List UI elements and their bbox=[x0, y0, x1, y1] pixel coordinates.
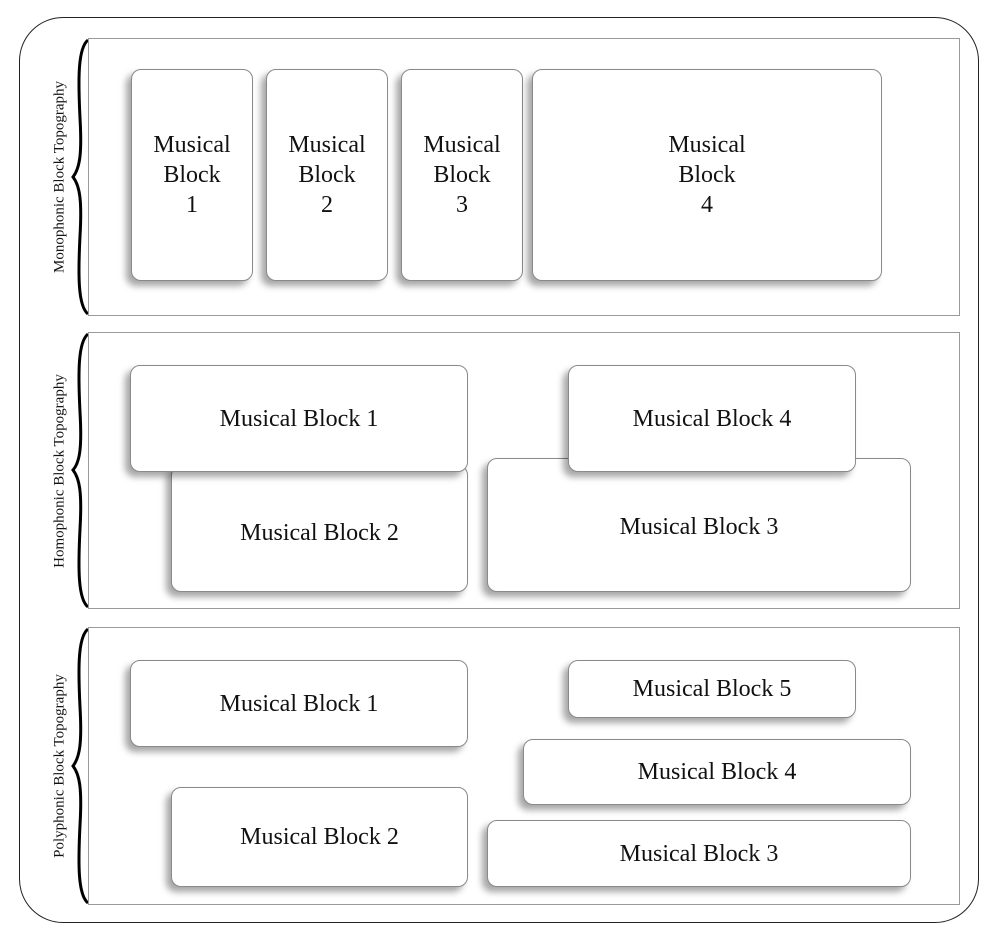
homo-block-4: Musical Block 4 bbox=[568, 365, 856, 472]
polyphonic-label-text: Polyphonic Block Topography bbox=[51, 674, 68, 858]
monophonic-brace-icon bbox=[71, 38, 90, 316]
homo-block-3: Musical Block 3 bbox=[487, 458, 911, 592]
poly-block-2: Musical Block 2 bbox=[171, 787, 468, 887]
homophonic-label-text: Homophonic Block Topography bbox=[51, 373, 68, 568]
poly-block-1: Musical Block 1 bbox=[130, 660, 468, 747]
homo-block-1: Musical Block 1 bbox=[130, 365, 468, 472]
homophonic-brace-icon bbox=[71, 332, 90, 609]
polyphonic-brace-icon bbox=[71, 627, 90, 905]
poly-block-5: Musical Block 5 bbox=[568, 660, 856, 718]
homo-block-2: Musical Block 2 bbox=[171, 465, 468, 592]
monophonic-label-text: Monophonic Block Topography bbox=[51, 81, 68, 273]
poly-block-4: Musical Block 4 bbox=[523, 739, 911, 805]
diagram-frame bbox=[19, 17, 979, 923]
poly-block-3: Musical Block 3 bbox=[487, 820, 911, 887]
